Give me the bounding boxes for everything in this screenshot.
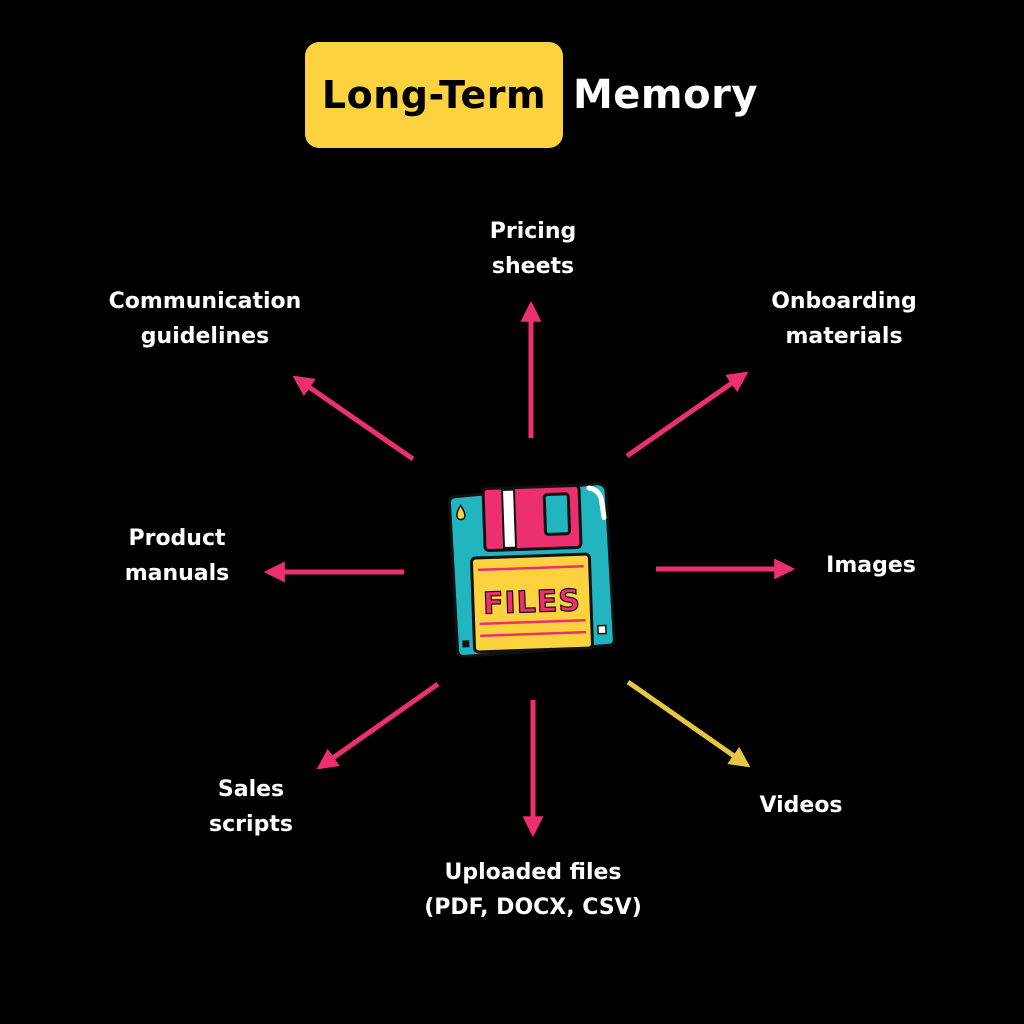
- label-uploaded-files: Uploaded files (PDF, DOCX, CSV): [424, 860, 642, 920]
- label-images: Images: [826, 553, 916, 578]
- label-product-manuals: Product manuals: [124, 526, 230, 586]
- arrow-communication: [292, 375, 415, 462]
- label-onboarding-materials: Onboarding materials: [771, 289, 917, 349]
- arrow-sales: [316, 681, 440, 770]
- title-highlight: Long-Term: [305, 42, 563, 148]
- label-pricing-sheets: Pricing sheets: [489, 219, 577, 279]
- floppy-label: FILES: [482, 583, 581, 621]
- arrow-videos: [626, 679, 751, 768]
- arrow-onboarding: [625, 371, 749, 459]
- page-title: Long-Term Memory: [305, 42, 758, 148]
- label-communication-guidelines: Communication guidelines: [108, 289, 302, 349]
- floppy-disk-icon: FILES: [447, 482, 616, 658]
- label-videos: Videos: [759, 793, 843, 818]
- label-sales-scripts: Sales scripts: [209, 777, 293, 837]
- title-rest: Memory: [573, 72, 758, 118]
